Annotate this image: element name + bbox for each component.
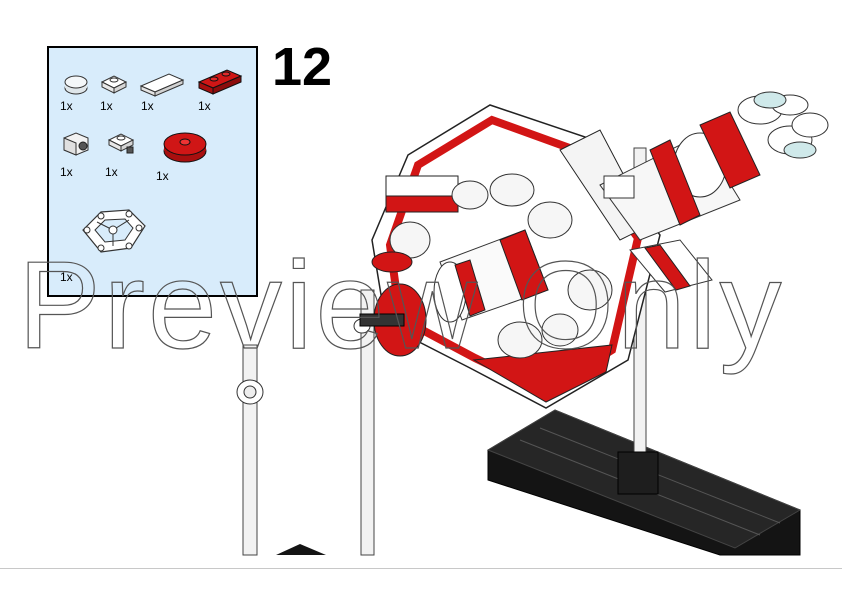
page-bottom-divider — [0, 568, 842, 569]
round-tile-icon — [64, 75, 88, 95]
tile-1x2-icon — [139, 73, 185, 97]
bracket-icon — [63, 132, 89, 156]
hexagonal-frame-icon — [82, 209, 146, 253]
watermark-text: Preview Only — [18, 237, 784, 375]
part-qty: 1x — [60, 99, 73, 113]
part-qty: 1x — [60, 270, 73, 284]
parts-list-panel: 1x 1x 1x 1x 1x 1x 1x — [47, 46, 258, 297]
black-base — [276, 409, 802, 556]
round-plate-red-icon — [163, 132, 207, 163]
part-qty: 1x — [198, 99, 211, 113]
engine-tube — [599, 91, 829, 293]
part-qty: 1x — [100, 99, 113, 113]
part-qty: 1x — [141, 99, 154, 113]
part-qty: 1x — [60, 165, 73, 179]
step-number: 12 — [272, 37, 333, 97]
plate-1x2-red-icon — [197, 69, 243, 95]
clip-plate-icon — [107, 133, 135, 154]
plate-1x1-icon — [100, 75, 128, 94]
part-qty: 1x — [156, 169, 169, 183]
part-qty: 1x — [105, 165, 118, 179]
